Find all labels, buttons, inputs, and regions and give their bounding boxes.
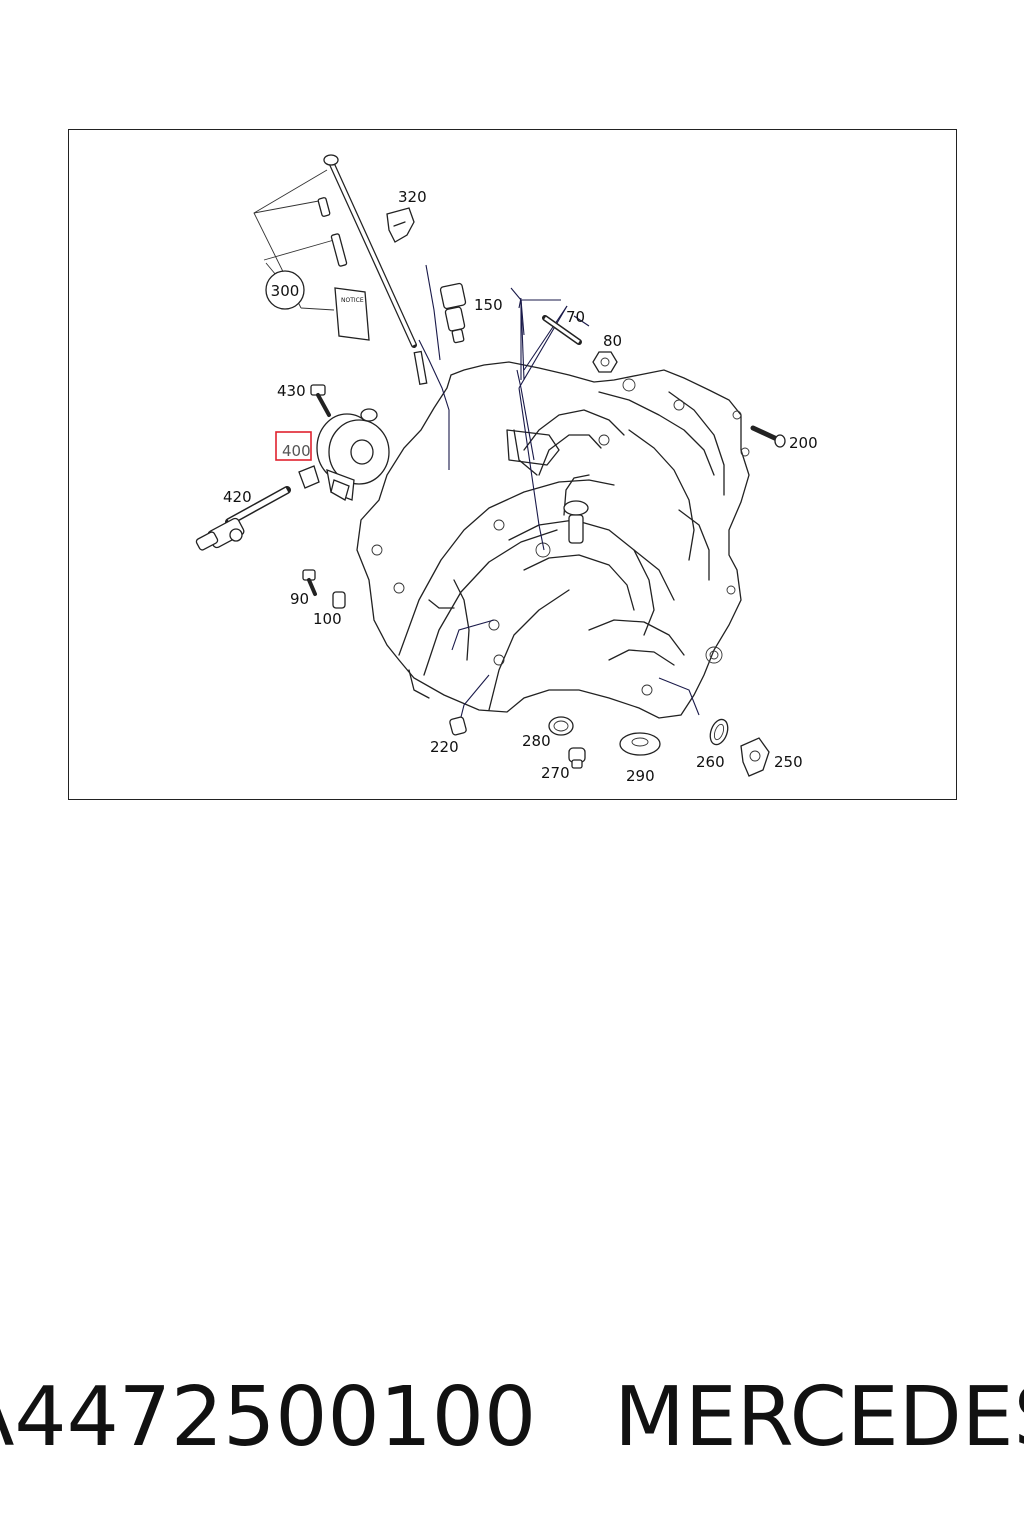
callout-labels: 300 320 150 70 80 430 400 420 200 90 100… xyxy=(223,188,818,785)
callout-300-circle xyxy=(265,270,305,310)
parts-diagram: NOTICE xyxy=(68,129,957,800)
callout-90: 90 xyxy=(290,590,309,608)
exploded-view-drawing: NOTICE xyxy=(195,154,818,785)
callout-430: 430 xyxy=(277,382,306,400)
highlight-box xyxy=(275,431,312,461)
callout-80: 80 xyxy=(603,332,622,350)
callout-150: 150 xyxy=(474,296,503,314)
callout-250: 250 xyxy=(774,753,803,771)
callout-100: 100 xyxy=(313,610,342,628)
callout-280: 280 xyxy=(522,732,551,750)
notice-label: NOTICE xyxy=(341,297,364,304)
part-260-seal-ring xyxy=(709,718,729,746)
part-420-shaft xyxy=(195,486,291,551)
callout-290: 290 xyxy=(626,767,655,785)
part-90-bolt xyxy=(302,569,317,596)
shift-rod xyxy=(323,154,428,386)
callout-70: 70 xyxy=(566,308,585,326)
part-250-plug xyxy=(740,737,770,777)
part-caption: A4472500100 MERCEDES xyxy=(0,1370,1024,1465)
part-150-sensor xyxy=(439,282,467,344)
part-430-bolt xyxy=(310,384,331,417)
part-number: A4472500100 xyxy=(0,1370,537,1465)
kit-300-parts: NOTICE xyxy=(253,169,370,341)
callout-200: 200 xyxy=(789,434,818,452)
gearbox-housing xyxy=(356,361,750,719)
part-320-clip xyxy=(386,207,415,243)
callout-320: 320 xyxy=(398,188,427,206)
part-270-plug xyxy=(568,747,586,769)
callout-260: 260 xyxy=(696,753,725,771)
part-200-bolt xyxy=(750,425,786,448)
part-70-stud xyxy=(542,315,582,345)
brand-name: MERCEDES xyxy=(614,1370,1024,1465)
callout-300: 300 xyxy=(271,282,300,300)
callout-420: 420 xyxy=(223,488,252,506)
callout-400: 400 xyxy=(282,442,311,460)
part-100-sleeve xyxy=(332,591,346,609)
part-80-nut xyxy=(592,351,618,373)
part-290-washer xyxy=(619,732,661,756)
callout-220: 220 xyxy=(430,738,459,756)
part-280-ring xyxy=(548,716,574,736)
part-400-release-bearing xyxy=(298,408,390,501)
callout-270: 270 xyxy=(541,764,570,782)
part-220-dowel xyxy=(449,716,467,736)
leader-lines xyxy=(418,264,700,726)
